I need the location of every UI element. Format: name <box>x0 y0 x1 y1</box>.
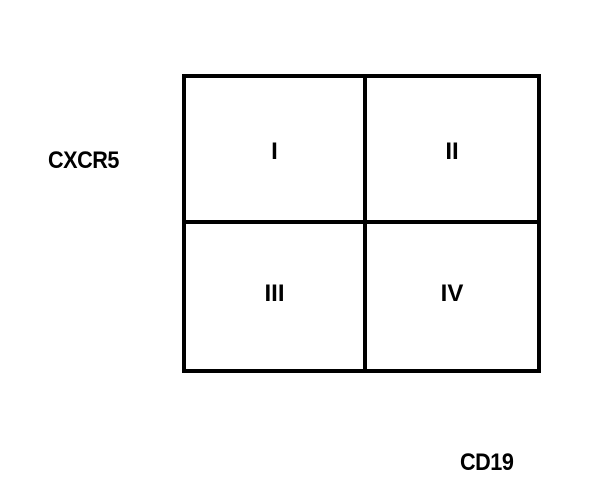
horizontal-divider <box>186 220 537 224</box>
quadrant-1-label: I <box>271 138 278 165</box>
quadrant-grid: I II III IV <box>182 74 541 373</box>
y-axis-label: CXCR5 <box>48 147 119 174</box>
quadrant-1: I <box>186 78 363 220</box>
quadrant-3-label: III <box>264 280 285 307</box>
x-axis-label: CD19 <box>460 449 514 476</box>
quadrant-4-label: IV <box>440 280 464 307</box>
quadrant-3: III <box>186 224 363 366</box>
quadrant-2-label: II <box>445 138 459 165</box>
quadrant-2: II <box>367 78 537 220</box>
quadrant-4: IV <box>367 224 537 366</box>
